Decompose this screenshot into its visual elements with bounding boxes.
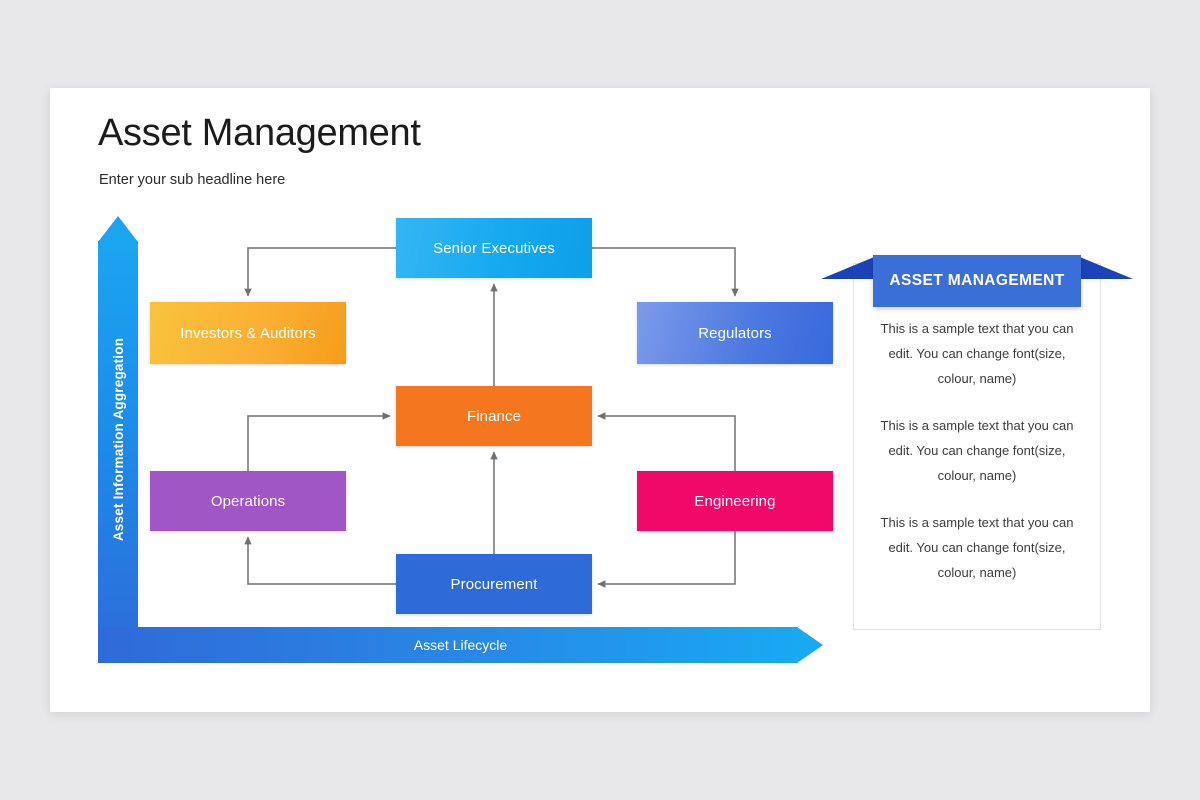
arrow-head-up <box>98 216 138 242</box>
arrow-shaft <box>98 241 138 663</box>
page-subtitle: Enter your sub headline here <box>99 172 286 188</box>
node-procurement[interactable]: Procurement <box>396 554 592 614</box>
node-regulators[interactable]: Regulators <box>637 302 833 364</box>
info-card-paragraph: This is a sample text that you can edit.… <box>880 515 1074 580</box>
info-card-paragraph: This is a sample text that you can edit.… <box>880 418 1074 483</box>
asset-information-aggregation-label: Asset Information Aggregation <box>110 337 126 542</box>
ribbon-fold-right-icon <box>1075 255 1133 279</box>
info-card-title: ASSET MANAGEMENT <box>873 255 1081 307</box>
node-senior-executives[interactable]: Senior Executives <box>396 218 592 278</box>
node-finance[interactable]: Finance <box>396 386 592 446</box>
arrow-head-right <box>797 627 823 663</box>
info-card-ribbon: ASSET MANAGEMENT <box>821 255 1133 307</box>
asset-information-aggregation-arrow <box>98 216 138 663</box>
asset-lifecycle-label: Asset Lifecycle <box>413 637 508 653</box>
page-title: Asset Management <box>98 112 421 154</box>
info-card-body: This is a sample text that you can edit.… <box>853 316 1101 607</box>
node-operations[interactable]: Operations <box>150 471 346 531</box>
node-engineering[interactable]: Engineering <box>637 471 833 531</box>
node-investors-auditors[interactable]: Investors & Auditors <box>150 302 346 364</box>
info-card <box>853 263 1101 630</box>
info-card-paragraph: This is a sample text that you can edit.… <box>880 321 1074 386</box>
slide-surface: Asset Management Enter your sub headline… <box>50 88 1150 712</box>
asset-lifecycle-arrow <box>98 627 823 663</box>
arrow-shaft <box>98 627 798 663</box>
asset-management-diagram: Asset Information Aggregation Asset Life… <box>50 88 1150 712</box>
ribbon-fold-left-icon <box>821 255 879 279</box>
